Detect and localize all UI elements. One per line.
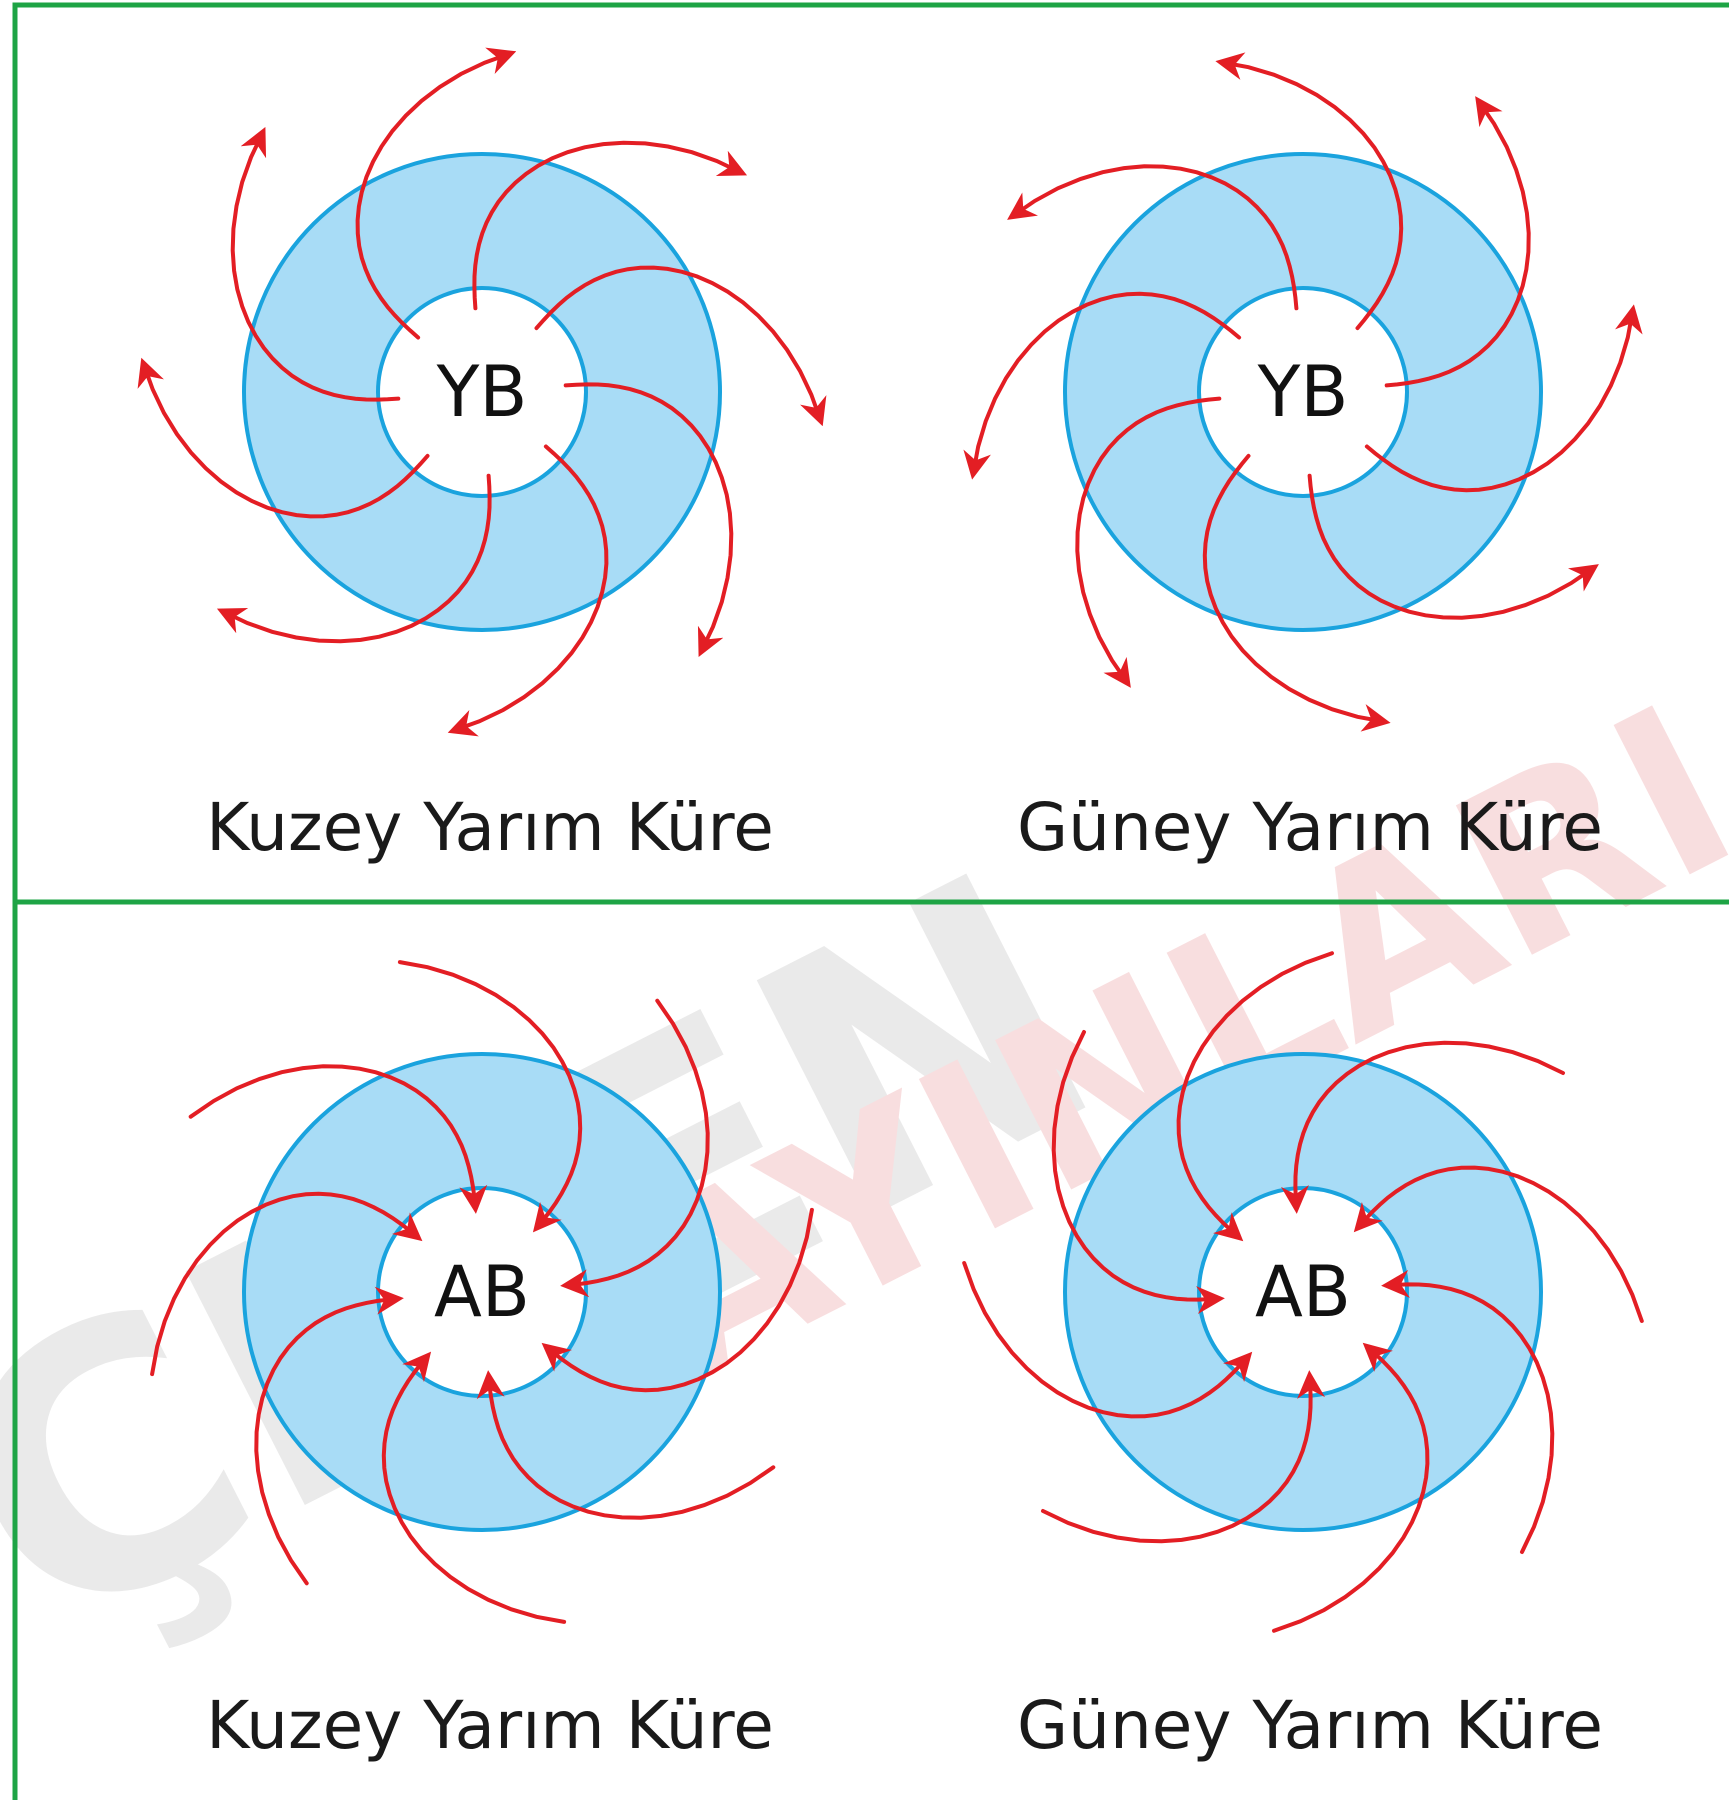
- wind-arrow-outward: [472, 140, 748, 311]
- wind-arrow-outward: [1202, 453, 1391, 732]
- center-label-high-pressure: YB: [436, 351, 528, 433]
- wind-arrow-inward: [1353, 1165, 1644, 1323]
- wind-arrow-inward: [397, 960, 583, 1233]
- panel-high-pressure-north: YB Kuzey Yarım Küre: [137, 47, 827, 866]
- wind-arrow-inward: [1176, 951, 1334, 1242]
- center-label-high-pressure: YB: [1257, 351, 1349, 433]
- wind-arrow-outward: [1307, 473, 1599, 620]
- hemisphere-caption-south: Güney Yarım Küre: [1017, 1687, 1603, 1764]
- wind-arrow-inward: [254, 1286, 404, 1586]
- hemisphere-caption-north: Kuzey Yarım Küre: [206, 1687, 774, 1764]
- frame-outer: [12, 2, 1729, 1800]
- wind-arrows: [137, 47, 827, 737]
- wind-arrow-outward: [447, 444, 609, 737]
- panel-frame: [12, 2, 1729, 1800]
- wind-arrow-inward: [476, 1370, 776, 1520]
- wind-arrow-outward: [1215, 52, 1404, 331]
- wind-arrow-inward: [1381, 1269, 1555, 1554]
- panel-low-pressure-south: AB Güney Yarım Küre: [962, 951, 1644, 1764]
- wind-arrow-inward: [1272, 1342, 1430, 1633]
- wind-arrow-inward: [962, 1261, 1253, 1419]
- center-label-low-pressure: AB: [1255, 1251, 1351, 1333]
- wind-arrow-inward: [381, 1351, 567, 1624]
- wind-arrow-outward: [230, 126, 401, 402]
- wind-arrow-outward: [137, 357, 430, 519]
- hemisphere-caption-north: Kuzey Yarım Küre: [206, 789, 774, 866]
- wind-arrow-inward: [1051, 1030, 1225, 1315]
- wind-arrow-outward: [216, 473, 492, 644]
- wind-arrow-outward: [963, 291, 1242, 480]
- wind-arrows: [150, 960, 814, 1624]
- center-label-low-pressure: AB: [434, 1251, 530, 1333]
- pressure-ring-inner: [1197, 286, 1409, 498]
- wind-arrow-outward: [534, 265, 827, 427]
- wind-arrow-inward: [1280, 1040, 1565, 1214]
- wind-arrow-inward: [188, 1064, 488, 1214]
- pressure-ring-inner: [376, 286, 588, 498]
- wind-arrow-inward: [560, 998, 710, 1298]
- panel-high-pressure-south: YB Güney Yarım Küre: [963, 52, 1643, 866]
- wind-arrow-inward: [1041, 1370, 1326, 1544]
- wind-arrow-inward: [541, 1207, 814, 1393]
- panel-low-pressure-north: AB Kuzey Yarım Küre: [150, 960, 814, 1764]
- hemisphere-caption-south: Güney Yarım Küre: [1017, 789, 1603, 866]
- wind-arrow-outward: [1007, 164, 1299, 311]
- wind-arrows: [963, 52, 1643, 732]
- wind-arrow-outward: [1075, 396, 1222, 688]
- wind-arrow-outward: [563, 382, 734, 658]
- wind-arrows: [962, 951, 1644, 1633]
- wind-arrow-outward: [355, 47, 517, 340]
- wind-arrow-outward: [1384, 96, 1531, 388]
- wind-arrow-inward: [150, 1191, 423, 1377]
- wind-arrow-outward: [1364, 304, 1643, 493]
